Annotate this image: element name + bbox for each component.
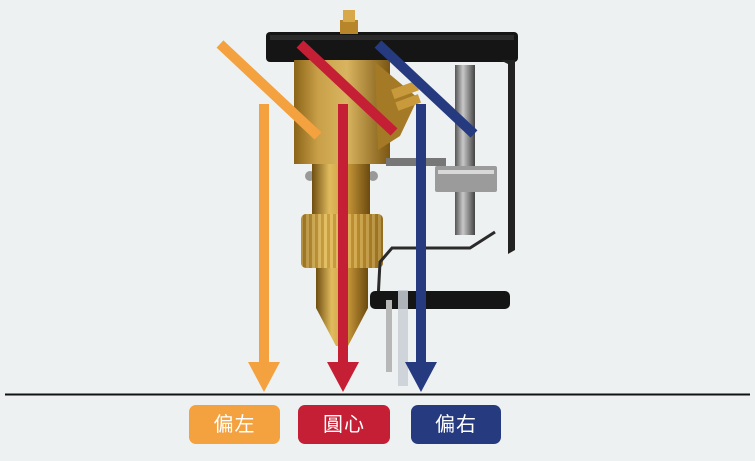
label-offset-left: 偏左 [189, 405, 280, 444]
pointer-bracket [398, 290, 408, 386]
label-centered: 圓心 [298, 405, 390, 444]
guide-rod [455, 65, 475, 235]
adjust-screws [391, 80, 421, 111]
side-bracket [500, 60, 515, 254]
label-offset-right: 偏右 [411, 405, 501, 444]
arrowhead-left [248, 362, 280, 392]
beam-left [216, 40, 322, 392]
thumb-screw [340, 20, 358, 34]
beam-center [296, 40, 398, 392]
laser-head-illustration [266, 10, 518, 386]
slide-clamp [435, 166, 497, 192]
arrowhead-center [327, 362, 359, 392]
beam-right [374, 40, 478, 392]
arrowhead-right [405, 362, 437, 392]
